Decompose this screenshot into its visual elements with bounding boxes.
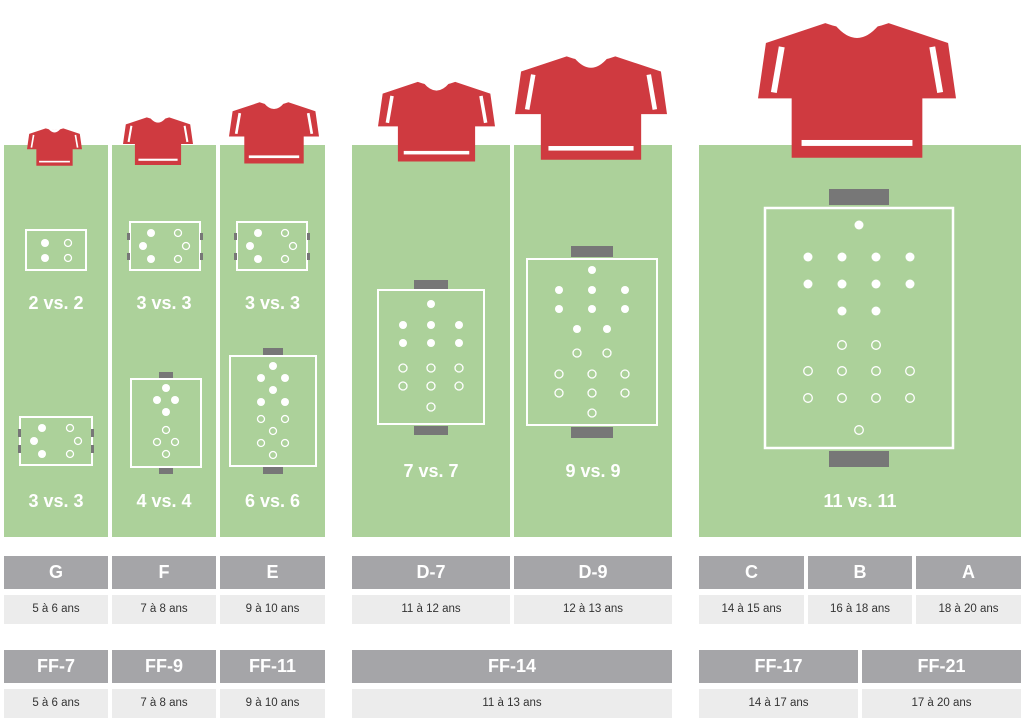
- ff-age-range: 17 à 20 ans: [862, 689, 1021, 718]
- category-header: D-9: [514, 556, 672, 589]
- field-7v7: [377, 280, 485, 435]
- ff-category-header: FF-11: [220, 650, 325, 683]
- match-format-label: 3 vs. 3: [28, 491, 84, 511]
- ff-age-range: 5 à 6 ans: [4, 689, 108, 718]
- pitch-column-cba: 11 vs. 11: [699, 145, 1021, 537]
- match-format-label: 6 vs. 6: [244, 491, 301, 511]
- match-format-label: 2 vs. 2: [28, 293, 84, 313]
- field-3v3-f: [127, 221, 203, 271]
- age-range: 18 à 20 ans: [916, 595, 1021, 624]
- ff-category-header: FF-9: [112, 650, 216, 683]
- match-format-label: 3 vs. 3: [136, 293, 192, 313]
- field-6v6: [229, 348, 317, 474]
- pitch-column-e: 3 vs. 3 6 vs. 6: [220, 145, 325, 537]
- shirt-icon: [123, 116, 193, 167]
- pitch-column-f: 3 vs. 3 4 vs. 4: [112, 145, 216, 537]
- category-header: C: [699, 556, 804, 589]
- shirt-icon: [758, 9, 956, 168]
- category-header: D-7: [352, 556, 510, 589]
- category-header: B: [808, 556, 912, 589]
- pitch-column-g: 2 vs. 2 3 vs. 3: [4, 145, 108, 537]
- age-range: 9 à 10 ans: [220, 595, 325, 624]
- ff-category-header: FF-14: [352, 650, 672, 683]
- ff-category-header: FF-17: [699, 650, 858, 683]
- shirt-icon: [27, 127, 82, 167]
- match-format-label: 11 vs. 11: [823, 491, 897, 511]
- age-range: 11 à 12 ans: [352, 595, 510, 624]
- field-4v4: [130, 372, 202, 474]
- match-format-label: 4 vs. 4: [136, 491, 192, 511]
- age-range: 16 à 18 ans: [808, 595, 912, 624]
- category-header: A: [916, 556, 1021, 589]
- field-2v2: [25, 229, 87, 271]
- match-format-label: 3 vs. 3: [244, 293, 301, 313]
- field-9v9: [526, 246, 658, 438]
- ff-category-header: FF-21: [862, 650, 1021, 683]
- age-range: 14 à 15 ans: [699, 595, 804, 624]
- match-format-label: 9 vs. 9: [565, 461, 621, 481]
- category-header: E: [220, 556, 325, 589]
- field-3v3-e: [234, 221, 310, 271]
- shirt-icon: [378, 80, 495, 164]
- category-header: G: [4, 556, 108, 589]
- ff-age-range: 11 à 13 ans: [352, 689, 672, 718]
- age-range: 5 à 6 ans: [4, 595, 108, 624]
- field-3v3-small: [18, 416, 94, 466]
- field-11v11: [763, 189, 955, 467]
- age-range: 7 à 8 ans: [112, 595, 216, 624]
- shirt-icon: [229, 100, 319, 165]
- category-header: F: [112, 556, 216, 589]
- ff-age-range: 14 à 17 ans: [699, 689, 858, 718]
- age-range: 12 à 13 ans: [514, 595, 672, 624]
- ff-age-range: 7 à 8 ans: [112, 689, 216, 718]
- ff-category-header: FF-7: [4, 650, 108, 683]
- shirt-icon: [515, 45, 667, 168]
- match-format-label: 7 vs. 7: [403, 461, 459, 481]
- ff-age-range: 9 à 10 ans: [220, 689, 325, 718]
- pitch-column-d9: 9 vs. 9: [514, 145, 672, 537]
